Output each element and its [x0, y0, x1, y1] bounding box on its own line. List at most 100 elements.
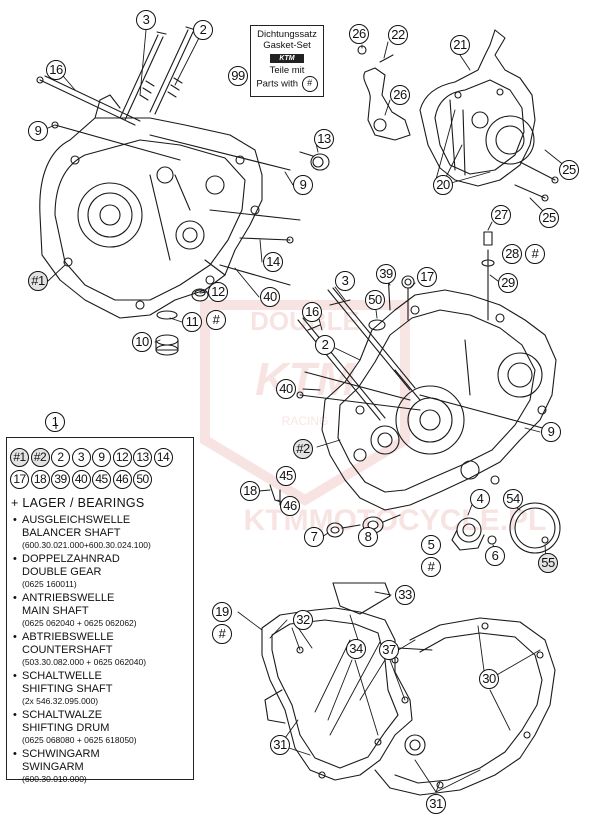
gaskets-bottom: [261, 582, 556, 796]
callout: 7: [304, 527, 324, 547]
callout: 5: [421, 535, 441, 555]
bearing-name-en: SHIFTING SHAFT: [22, 683, 113, 695]
gasket-note-line: Teile mit: [269, 65, 305, 76]
callout: 54: [503, 489, 523, 509]
legend-heading: + LAGER / BEARINGS: [11, 496, 145, 510]
bearing-name-de: SCHWINGARM: [22, 748, 100, 760]
callout: 32: [293, 610, 313, 630]
callout: 13: [314, 129, 334, 149]
bearing-name-en: MAIN SHAFT: [22, 605, 89, 617]
callout: 16: [302, 302, 322, 322]
hash-marker: #: [301, 76, 318, 92]
callout: 17: [417, 267, 437, 287]
bearing-name-de: SCHALTWELLE: [22, 670, 102, 682]
bolts-upper: [36, 75, 301, 286]
legend-part: 9: [92, 448, 111, 467]
stud-bolts-right: [296, 271, 551, 431]
callout: #1: [28, 271, 48, 291]
bearing-part-numbers: (2x 546.32.095.000): [22, 696, 99, 706]
bearing-name-en: SHIFTING DRUM: [22, 722, 110, 734]
callout: 16: [46, 60, 66, 80]
callout: 2: [193, 20, 213, 40]
callout: 27: [491, 205, 511, 225]
callout: 30: [479, 669, 499, 689]
gasket-set-note: Dichtungssatz Gasket-Set KTM Teile mit P…: [250, 25, 324, 97]
legend-part: #1: [10, 448, 29, 467]
callout: 14: [263, 252, 283, 272]
callout: 39: [376, 264, 396, 284]
bearing-name-en: DOUBLE GEAR: [22, 566, 102, 578]
callout: 28: [502, 244, 522, 264]
watermark-logo-text: KTM: [255, 353, 356, 405]
ktm-logo: KTM: [270, 54, 304, 63]
callout: 40: [276, 379, 296, 399]
callout: 19: [212, 602, 232, 622]
bearing-item: ABTRIEBSWELLECOUNTERSHAFT(503.30.082.000…: [13, 631, 195, 668]
callout: 3: [335, 271, 355, 291]
legend-part: 2: [51, 448, 70, 467]
callout: 55: [538, 553, 558, 573]
legend-part: 17: [10, 470, 29, 489]
callout: 45: [276, 466, 296, 486]
callout: 1: [45, 412, 65, 432]
callout: #2: [293, 439, 313, 459]
callout: 9: [28, 121, 48, 141]
bearing-part-numbers: (0625 068080 + 0625 618050): [22, 735, 137, 745]
callout: 46: [280, 496, 300, 516]
legend-part: 46: [112, 470, 132, 489]
gasket-note-line: Parts with: [256, 78, 299, 90]
callout: 20: [433, 175, 453, 195]
cover-parts-upper: [357, 29, 559, 202]
gasket-note-line: Dichtungssatz: [257, 29, 317, 40]
legend-part: 18: [30, 470, 50, 489]
bearing-part-numbers: (600.30.021.000+600.30.024.100): [22, 540, 151, 550]
callout: 31: [270, 735, 290, 755]
callout: #: [525, 244, 545, 264]
callout: 12: [208, 282, 228, 302]
legend-connector: [55, 423, 57, 429]
bearing-name-de: DOPPELZAHNRAD: [22, 553, 120, 565]
callout: 21: [450, 35, 470, 55]
bearing-name-en: COUNTERSHAFT: [22, 644, 113, 656]
bearing-name-de: ANTRIEBSWELLE: [22, 592, 115, 604]
callout: 3: [136, 10, 156, 30]
callout: #: [212, 624, 232, 644]
callout: 99: [228, 66, 248, 86]
legend-part: 3: [71, 448, 91, 467]
left-crankcase-drawing: [39, 94, 263, 319]
bearing-part-numbers: (0625 160011): [22, 579, 77, 589]
callout: 29: [498, 273, 518, 293]
callout: 26: [390, 85, 410, 105]
callout: 33: [395, 585, 415, 605]
bearing-part-numbers: (503.30.082.000 + 0625 062040): [22, 657, 147, 667]
legend-part: 14: [153, 448, 173, 467]
bearing-name-de: SCHALTWALZE: [22, 709, 103, 721]
right-crankcase-drawing: [321, 231, 557, 511]
callout: 8: [358, 527, 378, 547]
callout: 26: [349, 24, 369, 44]
legend-part: 50: [133, 470, 152, 489]
bearing-part-numbers: (0625 062040 + 0625 062062): [22, 618, 137, 628]
seal-parts: [155, 151, 330, 356]
callout: 50: [365, 290, 385, 310]
callout: 37: [379, 640, 399, 660]
legend-part: 39: [51, 470, 70, 489]
bearing-name-de: ABTRIEBSWELLE: [22, 631, 114, 643]
callout: #: [421, 557, 441, 577]
legend-part: #2: [30, 448, 50, 467]
legend-part: 45: [92, 470, 111, 489]
callout: 40: [260, 287, 280, 307]
watermark-small-text: RACING: [282, 414, 329, 428]
stud-bolts-upper: [119, 26, 197, 121]
callout: 6: [485, 546, 505, 566]
bearing-name-en: SWINGARM: [22, 761, 84, 773]
callout: 25: [559, 160, 579, 180]
